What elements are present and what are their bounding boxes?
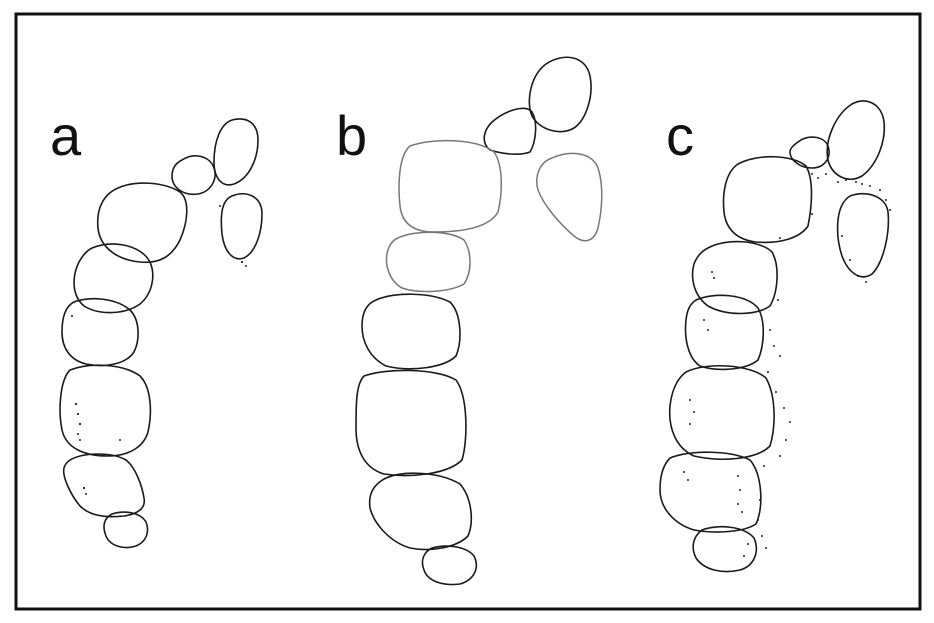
segment-a-5 (62, 453, 146, 518)
segment-b-junction (483, 107, 537, 155)
segment-c-4 (668, 364, 775, 460)
segment-c-1 (722, 155, 813, 244)
segment-c-3 (684, 294, 765, 371)
segment-a-1 (96, 182, 188, 264)
stipple-c (683, 173, 891, 557)
segment-a-3 (61, 297, 139, 367)
segment-a-6 (103, 511, 149, 549)
segment-b-5 (368, 472, 473, 551)
figure-frame (14, 12, 922, 611)
panel-a: a (50, 104, 263, 549)
segment-a-detached (220, 192, 263, 260)
panel-label-c: c (666, 104, 694, 167)
segment-a-top-right (213, 118, 259, 186)
segment-a-4 (59, 364, 152, 457)
segment-b-3 (361, 293, 461, 370)
segment-c-detached (836, 192, 890, 278)
segment-c-top-right (826, 100, 886, 180)
segment-b-6 (421, 545, 478, 586)
segment-c-junction (789, 136, 830, 169)
segment-a-2 (73, 243, 154, 314)
panel-label-b: b (336, 104, 367, 167)
segment-b-1 (398, 139, 502, 233)
segment-b-2 (385, 231, 471, 293)
segment-c-2 (691, 240, 778, 315)
segment-c-6 (692, 525, 758, 573)
segment-b-detached (536, 152, 603, 242)
segment-c-5 (659, 451, 762, 533)
segment-a-junction (171, 155, 216, 196)
segment-b-4 (355, 369, 467, 477)
segment-b-top-right (528, 56, 592, 133)
panel-label-a: a (50, 104, 82, 167)
stipple-a (71, 205, 247, 495)
panel-c: c (659, 100, 891, 573)
panel-b: b (336, 56, 603, 586)
